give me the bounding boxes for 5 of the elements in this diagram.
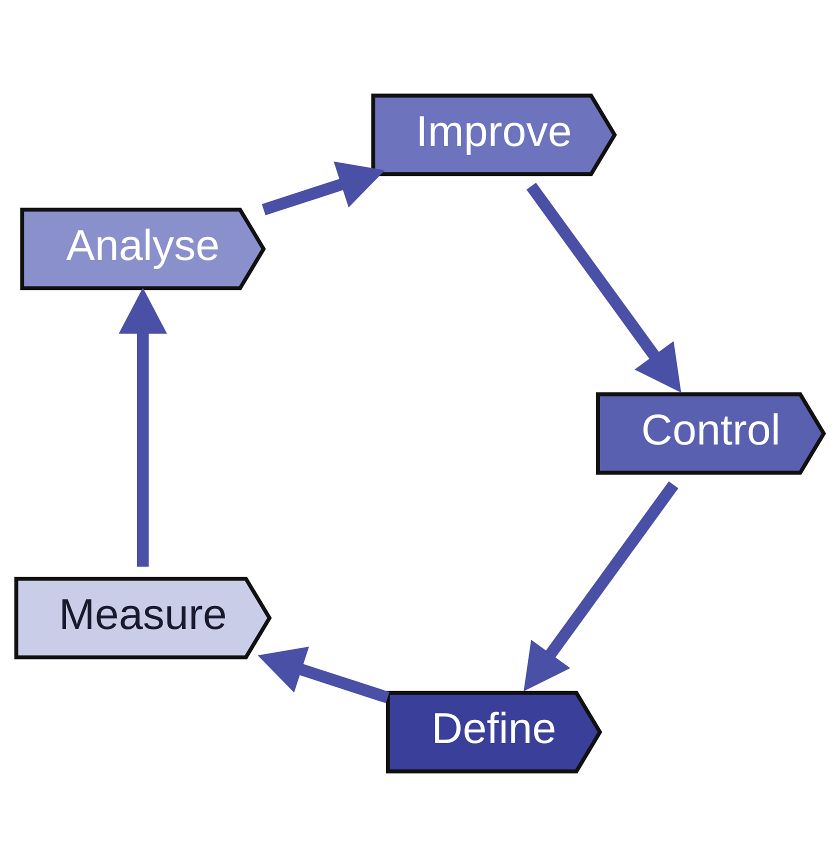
arrow (526, 182, 682, 393)
arrow (262, 162, 385, 216)
arrow (118, 288, 168, 567)
arrow (258, 646, 390, 704)
arrow (524, 481, 678, 692)
